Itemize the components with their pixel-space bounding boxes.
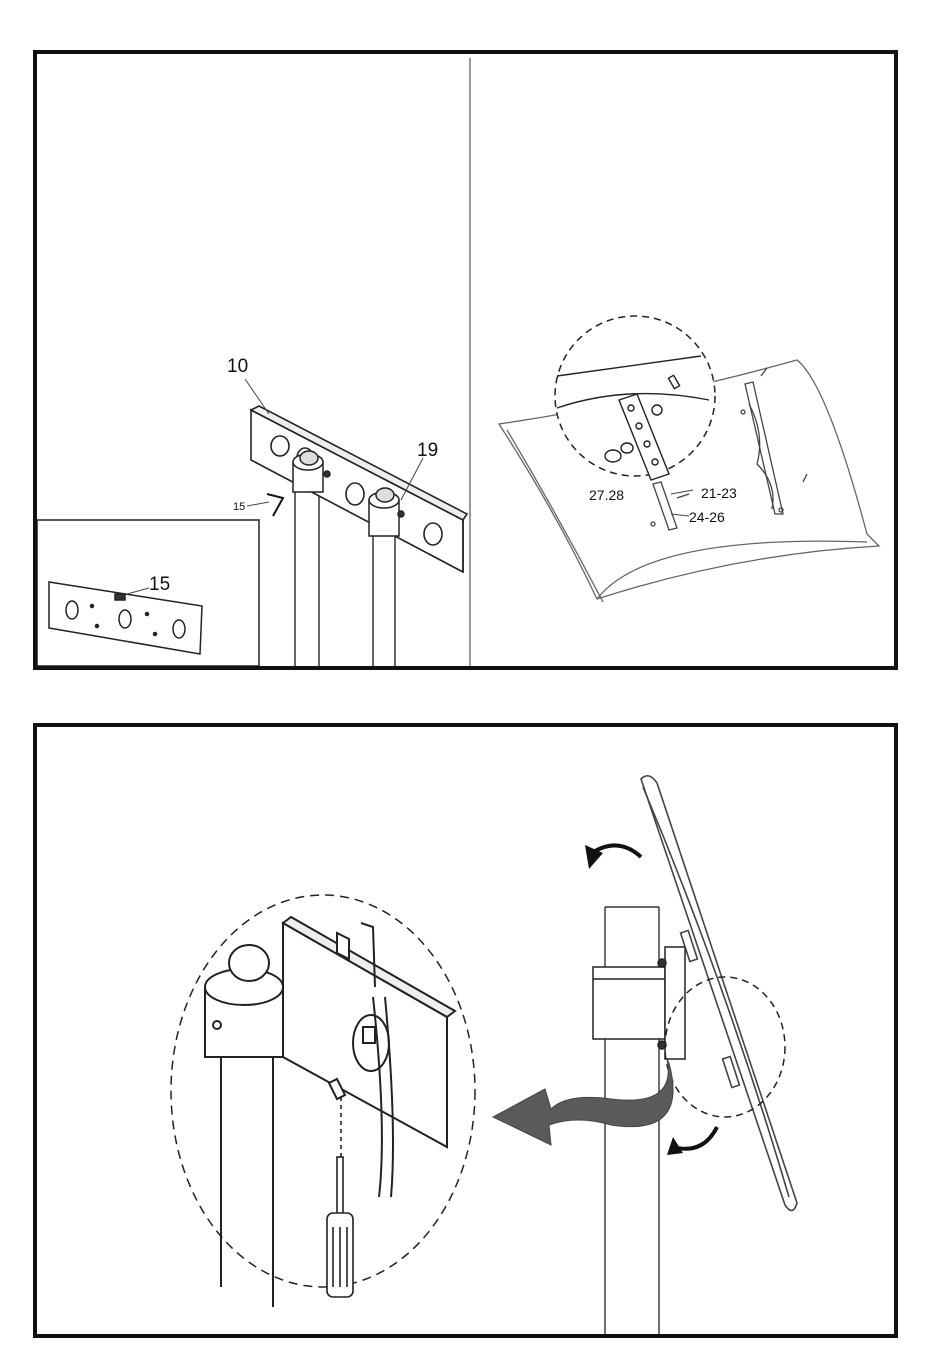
wavy-arrow-icon <box>493 1059 673 1145</box>
callout-part-24-26: 24-26 <box>689 509 725 525</box>
assembly-panel-top: 10 19 15 15 <box>33 50 898 670</box>
pole-clamp <box>593 947 685 1059</box>
callout-part-15-tool: 15 <box>233 501 245 513</box>
callout-part-19: 19 <box>417 440 438 461</box>
top-panel-drawing: 10 19 15 15 <box>37 54 894 666</box>
rotate-arrow-icon-bottom <box>673 1127 717 1149</box>
bottom-panel-drawing <box>37 727 894 1334</box>
callout-part-21-23: 21-23 <box>701 485 737 501</box>
callout-part-15-inset: 15 <box>149 574 170 595</box>
assembly-panel-bottom <box>33 723 898 1338</box>
callout-part-10: 10 <box>227 356 248 377</box>
hex-key-icon <box>267 494 283 516</box>
mounting-bar <box>251 406 467 572</box>
callout-part-27-28: 27.28 <box>589 487 624 503</box>
